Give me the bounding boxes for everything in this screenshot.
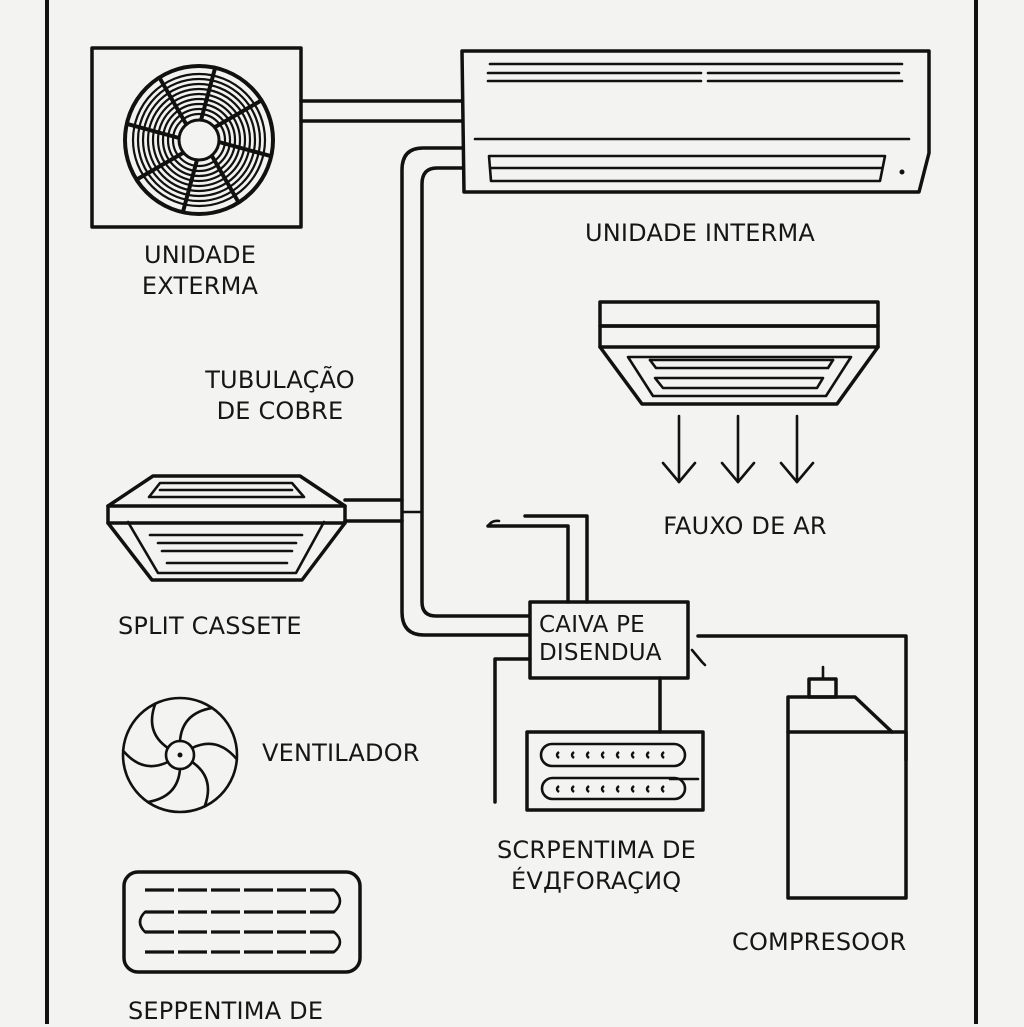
- grille-ring: [146, 87, 252, 193]
- fan-icon: [121, 696, 239, 814]
- fan-blade: [150, 702, 170, 750]
- grille-spoke: [135, 150, 185, 182]
- coil-fin: [660, 751, 665, 759]
- grille-outer-ring: [123, 64, 275, 216]
- evaporator-coil-icon: [525, 730, 705, 812]
- fan-label: VENTILADOR: [262, 739, 420, 767]
- grille-ring: [171, 112, 227, 168]
- coil-fin: [555, 785, 560, 793]
- fan-blade: [178, 706, 214, 743]
- compressor-icon: [786, 665, 908, 900]
- ceiling-cassette-unit-icon: [598, 300, 880, 406]
- coil-fin: [555, 751, 560, 759]
- coil-fin: [570, 785, 575, 793]
- arrow-down-icon: [720, 414, 756, 484]
- coil-fin: [660, 785, 665, 793]
- copper-piping-label-line1: TUBULAÇÃO: [205, 366, 355, 394]
- coil-fin: [600, 785, 605, 793]
- grille-spoke: [213, 98, 263, 130]
- outdoor-unit-label-line2: EXTERMA: [141, 272, 259, 300]
- coil-fin: [570, 751, 575, 759]
- coil-fin: [630, 785, 635, 793]
- pipe-outdoor-to-indoor: [299, 99, 463, 123]
- evaporator-coil-label-line2: ÉVДFORAÇИQ: [511, 867, 682, 895]
- coil-fin: [585, 785, 590, 793]
- airflow-arrows: [661, 414, 815, 484]
- distribution-box: [486, 514, 908, 804]
- arrow-down-icon: [779, 414, 815, 484]
- airflow-label: FAUXO DE AR: [663, 512, 827, 540]
- fan-blade: [146, 767, 182, 804]
- grille-spoke: [157, 76, 189, 126]
- wall-split-unit-icon: [460, 49, 931, 194]
- grille-ring: [156, 97, 242, 183]
- evaporator-coil-label-line1: SCRPENTIMA DE: [497, 836, 696, 864]
- copper-pipe-riser: [400, 146, 532, 637]
- grille-ring: [161, 102, 237, 178]
- coil-fin: [645, 751, 650, 759]
- grille-ring: [151, 92, 247, 188]
- copper-piping-label: TUBULAÇÃO DE COBRE: [180, 365, 380, 427]
- fan-blade: [190, 760, 210, 808]
- split-cassette-label: SPLIT CASSETE: [118, 612, 302, 640]
- compressor-label: COMPRESOOR: [732, 928, 907, 956]
- pipe-cassette-branch: [343, 498, 404, 523]
- grille-spoke: [180, 159, 199, 213]
- coil-bend: [332, 930, 342, 954]
- fan-blade: [190, 742, 239, 761]
- grille-spoke: [209, 154, 241, 204]
- grille-spoke: [218, 140, 272, 159]
- outdoor-unit-label-line1: UNIDADE: [143, 241, 257, 269]
- evaporator-coil-label: SCRPENTIMA DE ÉVДFORAÇИQ: [497, 835, 737, 897]
- coil-bend: [332, 888, 342, 914]
- outdoor-unit-label: UNIDADE EXTERMA: [120, 240, 280, 302]
- grille-ring: [166, 107, 232, 173]
- fan-blade: [121, 749, 170, 768]
- coil-fin: [645, 785, 650, 793]
- distribution-box-label: CAIVA PE DISENDUA: [539, 611, 689, 667]
- serpentine-coil-icon: [122, 870, 362, 974]
- grille-ring: [141, 82, 257, 198]
- copper-piping-label-line2: DE COBRE: [216, 397, 344, 425]
- indoor-unit-label: UNIDADE INTERMA: [584, 219, 815, 247]
- grille-hub: [177, 118, 221, 162]
- coil-fin: [630, 751, 635, 759]
- grille-ring: [136, 77, 262, 203]
- coil-fin: [600, 751, 605, 759]
- grille-spoke: [126, 121, 180, 140]
- coil-bend: [138, 910, 147, 934]
- grille-ring: [131, 72, 267, 208]
- distribution-box-label-line1: CAIVA PE: [539, 612, 645, 638]
- coil-fin: [615, 751, 620, 759]
- coil-fin: [615, 785, 620, 793]
- grille-spoke: [199, 67, 218, 121]
- distribution-box-label-line2: DISENDUA: [539, 640, 662, 666]
- outdoor-unit-fan-grille-icon: [90, 46, 303, 229]
- condenser-coil-label: SEPPENTIMA DE: [128, 997, 324, 1025]
- split-cassette-icon: [106, 474, 347, 582]
- coil-fin: [585, 751, 590, 759]
- arrow-down-icon: [661, 414, 697, 484]
